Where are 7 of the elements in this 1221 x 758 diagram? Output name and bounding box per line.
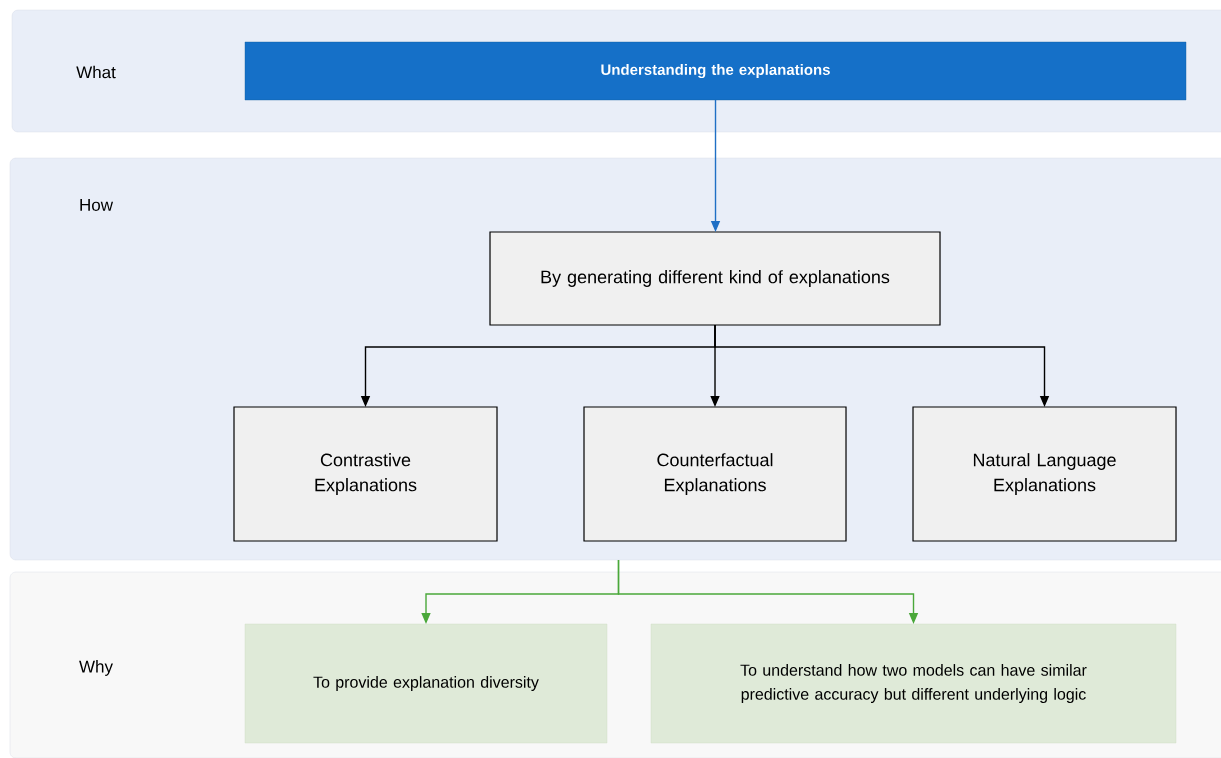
process-box: Natural Language Explanations bbox=[912, 406, 1177, 542]
reason-box: To provide explanation diversity bbox=[244, 623, 608, 744]
title-box: Understanding the explanations bbox=[244, 41, 1187, 101]
process-box: Counterfactual Explanations bbox=[583, 406, 847, 542]
reason-box: To understand how two models can have similar predictive accuracy but different underlying logic bbox=[650, 623, 1177, 744]
process-box: By generating different kind of explanations bbox=[489, 231, 941, 326]
process-box: Contrastive Explanations bbox=[233, 406, 498, 542]
